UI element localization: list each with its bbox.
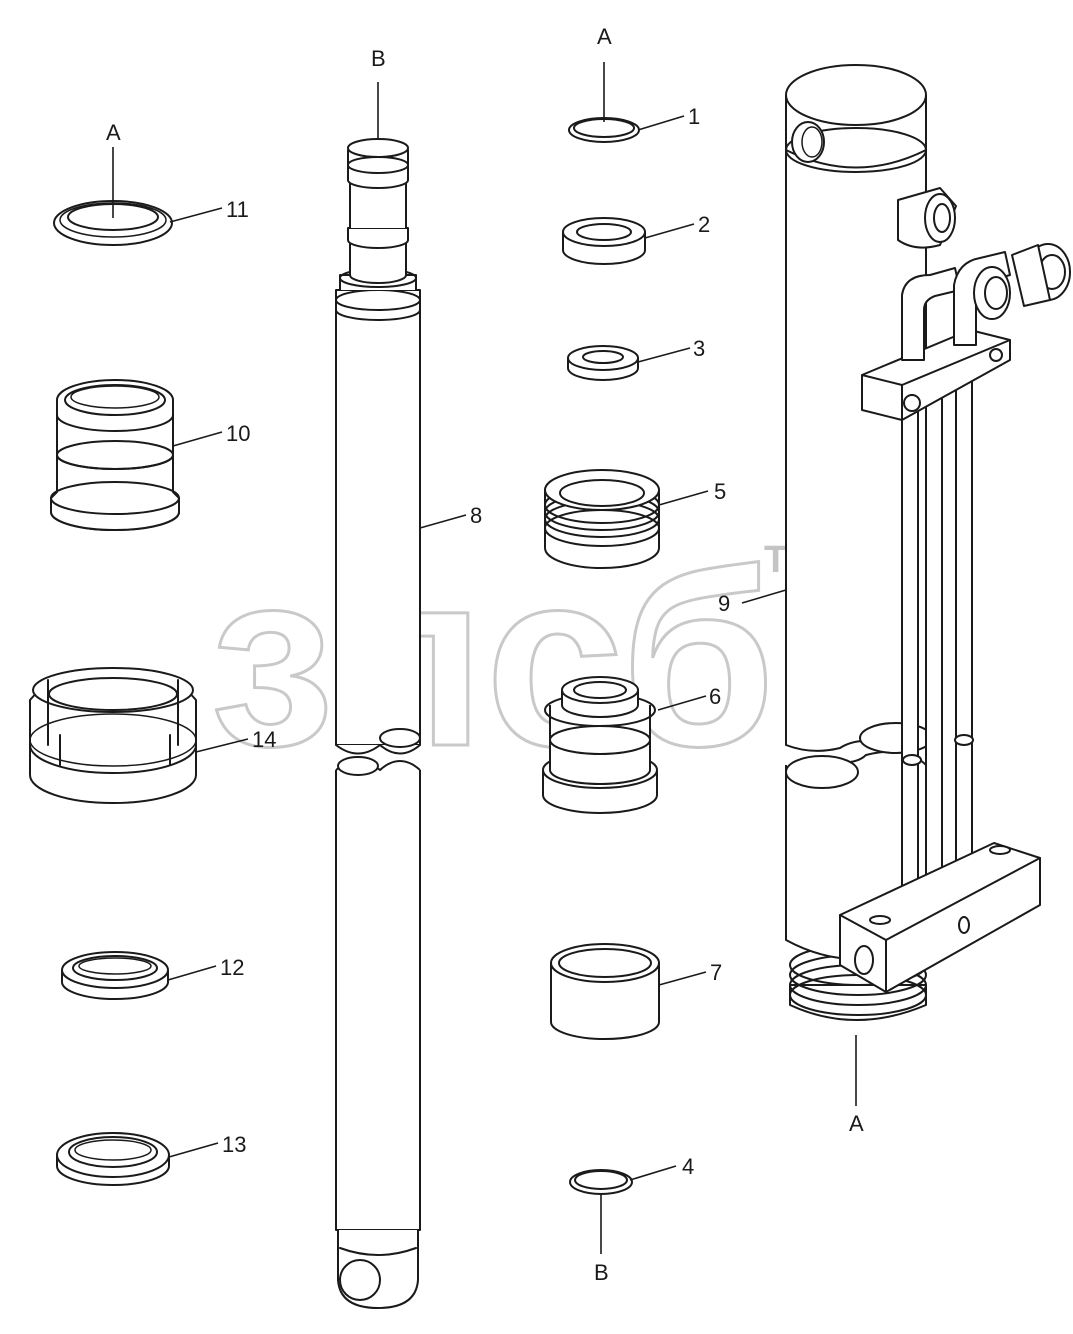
part-1-o-ring (568, 62, 640, 143)
part-9-cylinder-body (785, 64, 1071, 1106)
label-part-10: 10 (226, 421, 250, 446)
label-part-7: 7 (710, 960, 722, 985)
connector-b-top: B (371, 46, 386, 71)
leader-lines (167, 115, 787, 1181)
label-part-3: 3 (693, 336, 705, 361)
label-part-6: 6 (709, 684, 721, 709)
connector-labels: A A A B B (106, 24, 864, 1285)
label-part-13: 13 (222, 1132, 246, 1157)
label-part-4: 4 (682, 1154, 694, 1179)
part-11-seal-ring (53, 147, 173, 246)
part-labels: 1 2 3 4 5 6 7 8 9 10 11 12 13 14 (220, 104, 730, 1179)
label-part-11: 11 (226, 197, 249, 222)
part-14-gland-nut (29, 667, 197, 804)
part-12-seal (61, 951, 169, 1000)
connector-a-top-mid: A (597, 24, 612, 49)
label-part-14: 14 (252, 727, 276, 752)
part-8-piston-rod (335, 82, 421, 1309)
label-part-8: 8 (470, 503, 482, 528)
part-3-washer (567, 345, 639, 381)
part-6-piston (542, 676, 658, 814)
watermark-text: зпсб (210, 519, 775, 798)
part-7-sleeve (550, 943, 660, 1040)
connector-a-top-left: A (106, 120, 121, 145)
part-13-seal (56, 1132, 170, 1186)
part-5-piston (544, 469, 660, 569)
label-part-2: 2 (698, 212, 710, 237)
part-10-bushing (50, 379, 180, 531)
connector-a-bottom-right: A (849, 1111, 864, 1136)
watermark: зпсб TM (209, 518, 819, 800)
part-2-washer (562, 217, 646, 265)
label-part-1: 1 (688, 104, 700, 129)
connector-b-bottom: B (594, 1260, 609, 1285)
label-part-12: 12 (220, 955, 244, 980)
part-4-o-ring (569, 1169, 633, 1254)
label-part-9: 9 (718, 591, 730, 616)
label-part-5: 5 (714, 479, 726, 504)
